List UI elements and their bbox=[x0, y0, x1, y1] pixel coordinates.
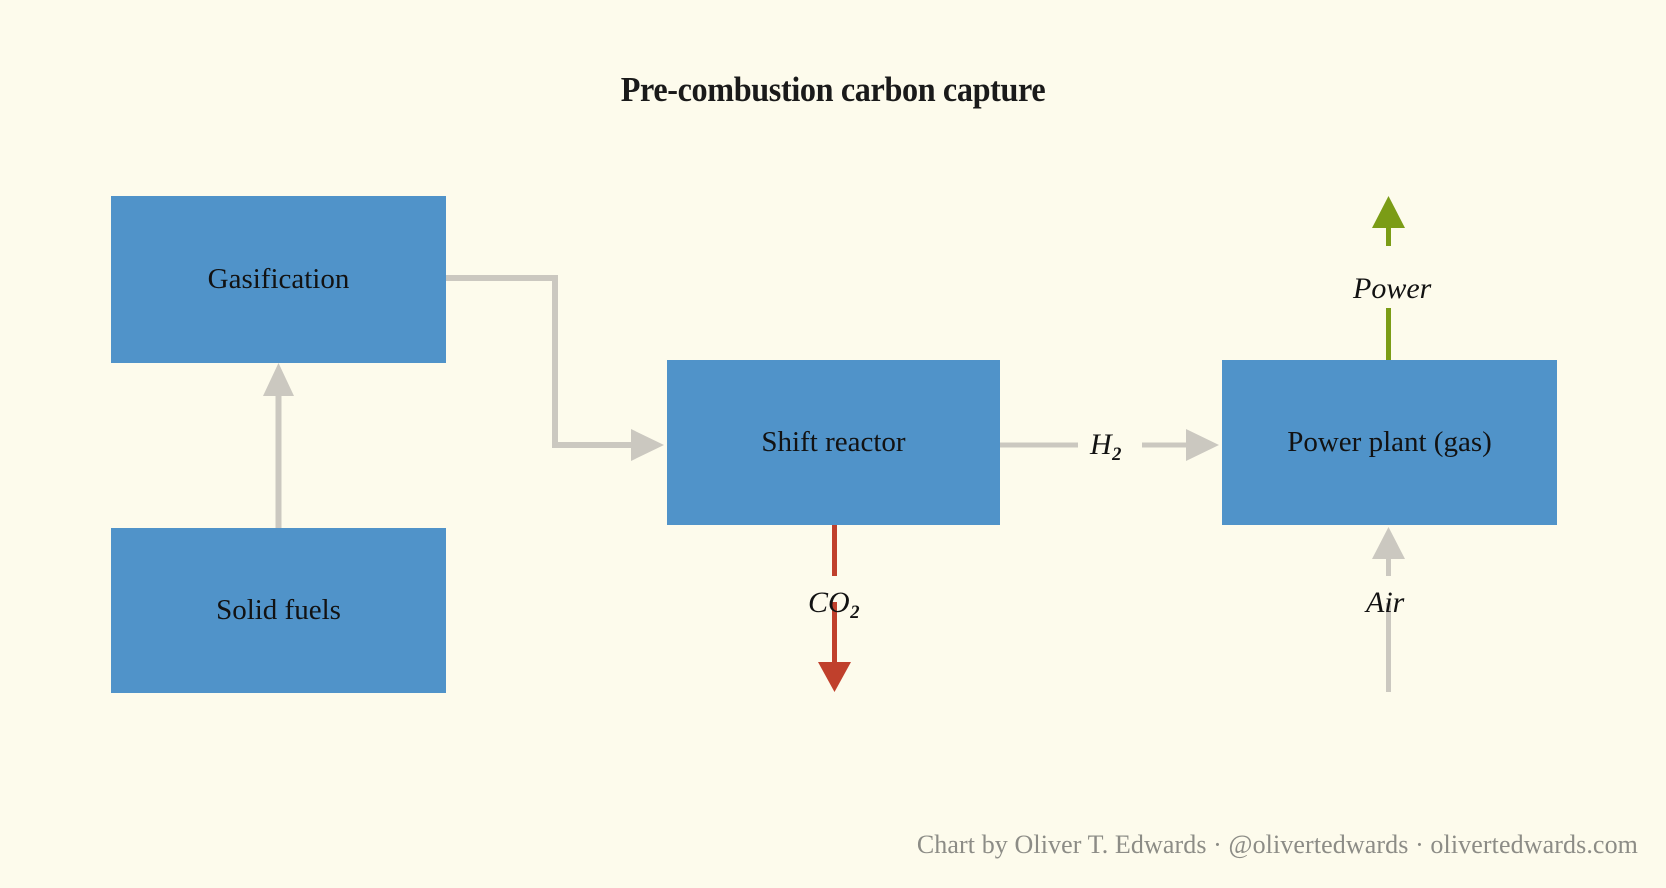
stream-label-hydrogen-main: H bbox=[1090, 428, 1112, 461]
stream-label-hydrogen: H2 bbox=[1090, 430, 1121, 465]
node-shift-reactor[interactable]: Shift reactor bbox=[667, 360, 1000, 525]
stream-label-air: Air bbox=[1366, 586, 1405, 619]
stream-label-hydrogen-subscript: 2 bbox=[1112, 443, 1122, 465]
node-solid-fuels[interactable]: Solid fuels bbox=[111, 528, 446, 693]
node-gasification-label: Gasification bbox=[207, 263, 350, 295]
stream-label-power: Power bbox=[1353, 272, 1432, 305]
node-gasification[interactable]: Gasification bbox=[111, 196, 446, 363]
connector-gasification-to-shift-reactor bbox=[446, 275, 664, 461]
stream-label-carbon-dioxide: CO2 bbox=[808, 588, 859, 623]
connector-solid-fuels-to-gasification bbox=[263, 363, 294, 528]
footer-credit: Chart by Oliver T. Edwards · @olivertedw… bbox=[916, 830, 1638, 859]
page-title: Pre-combustion carbon capture bbox=[620, 70, 1046, 109]
node-shift-reactor-label: Shift reactor bbox=[761, 426, 906, 458]
stream-label-carbon-dioxide-main: CO bbox=[808, 586, 850, 619]
node-power-plant[interactable]: Power plant (gas) bbox=[1222, 360, 1557, 525]
stream-label-carbon-dioxide-subscript: 2 bbox=[850, 601, 860, 623]
node-solid-fuels-label: Solid fuels bbox=[216, 594, 341, 626]
node-power-plant-label: Power plant (gas) bbox=[1287, 426, 1492, 458]
